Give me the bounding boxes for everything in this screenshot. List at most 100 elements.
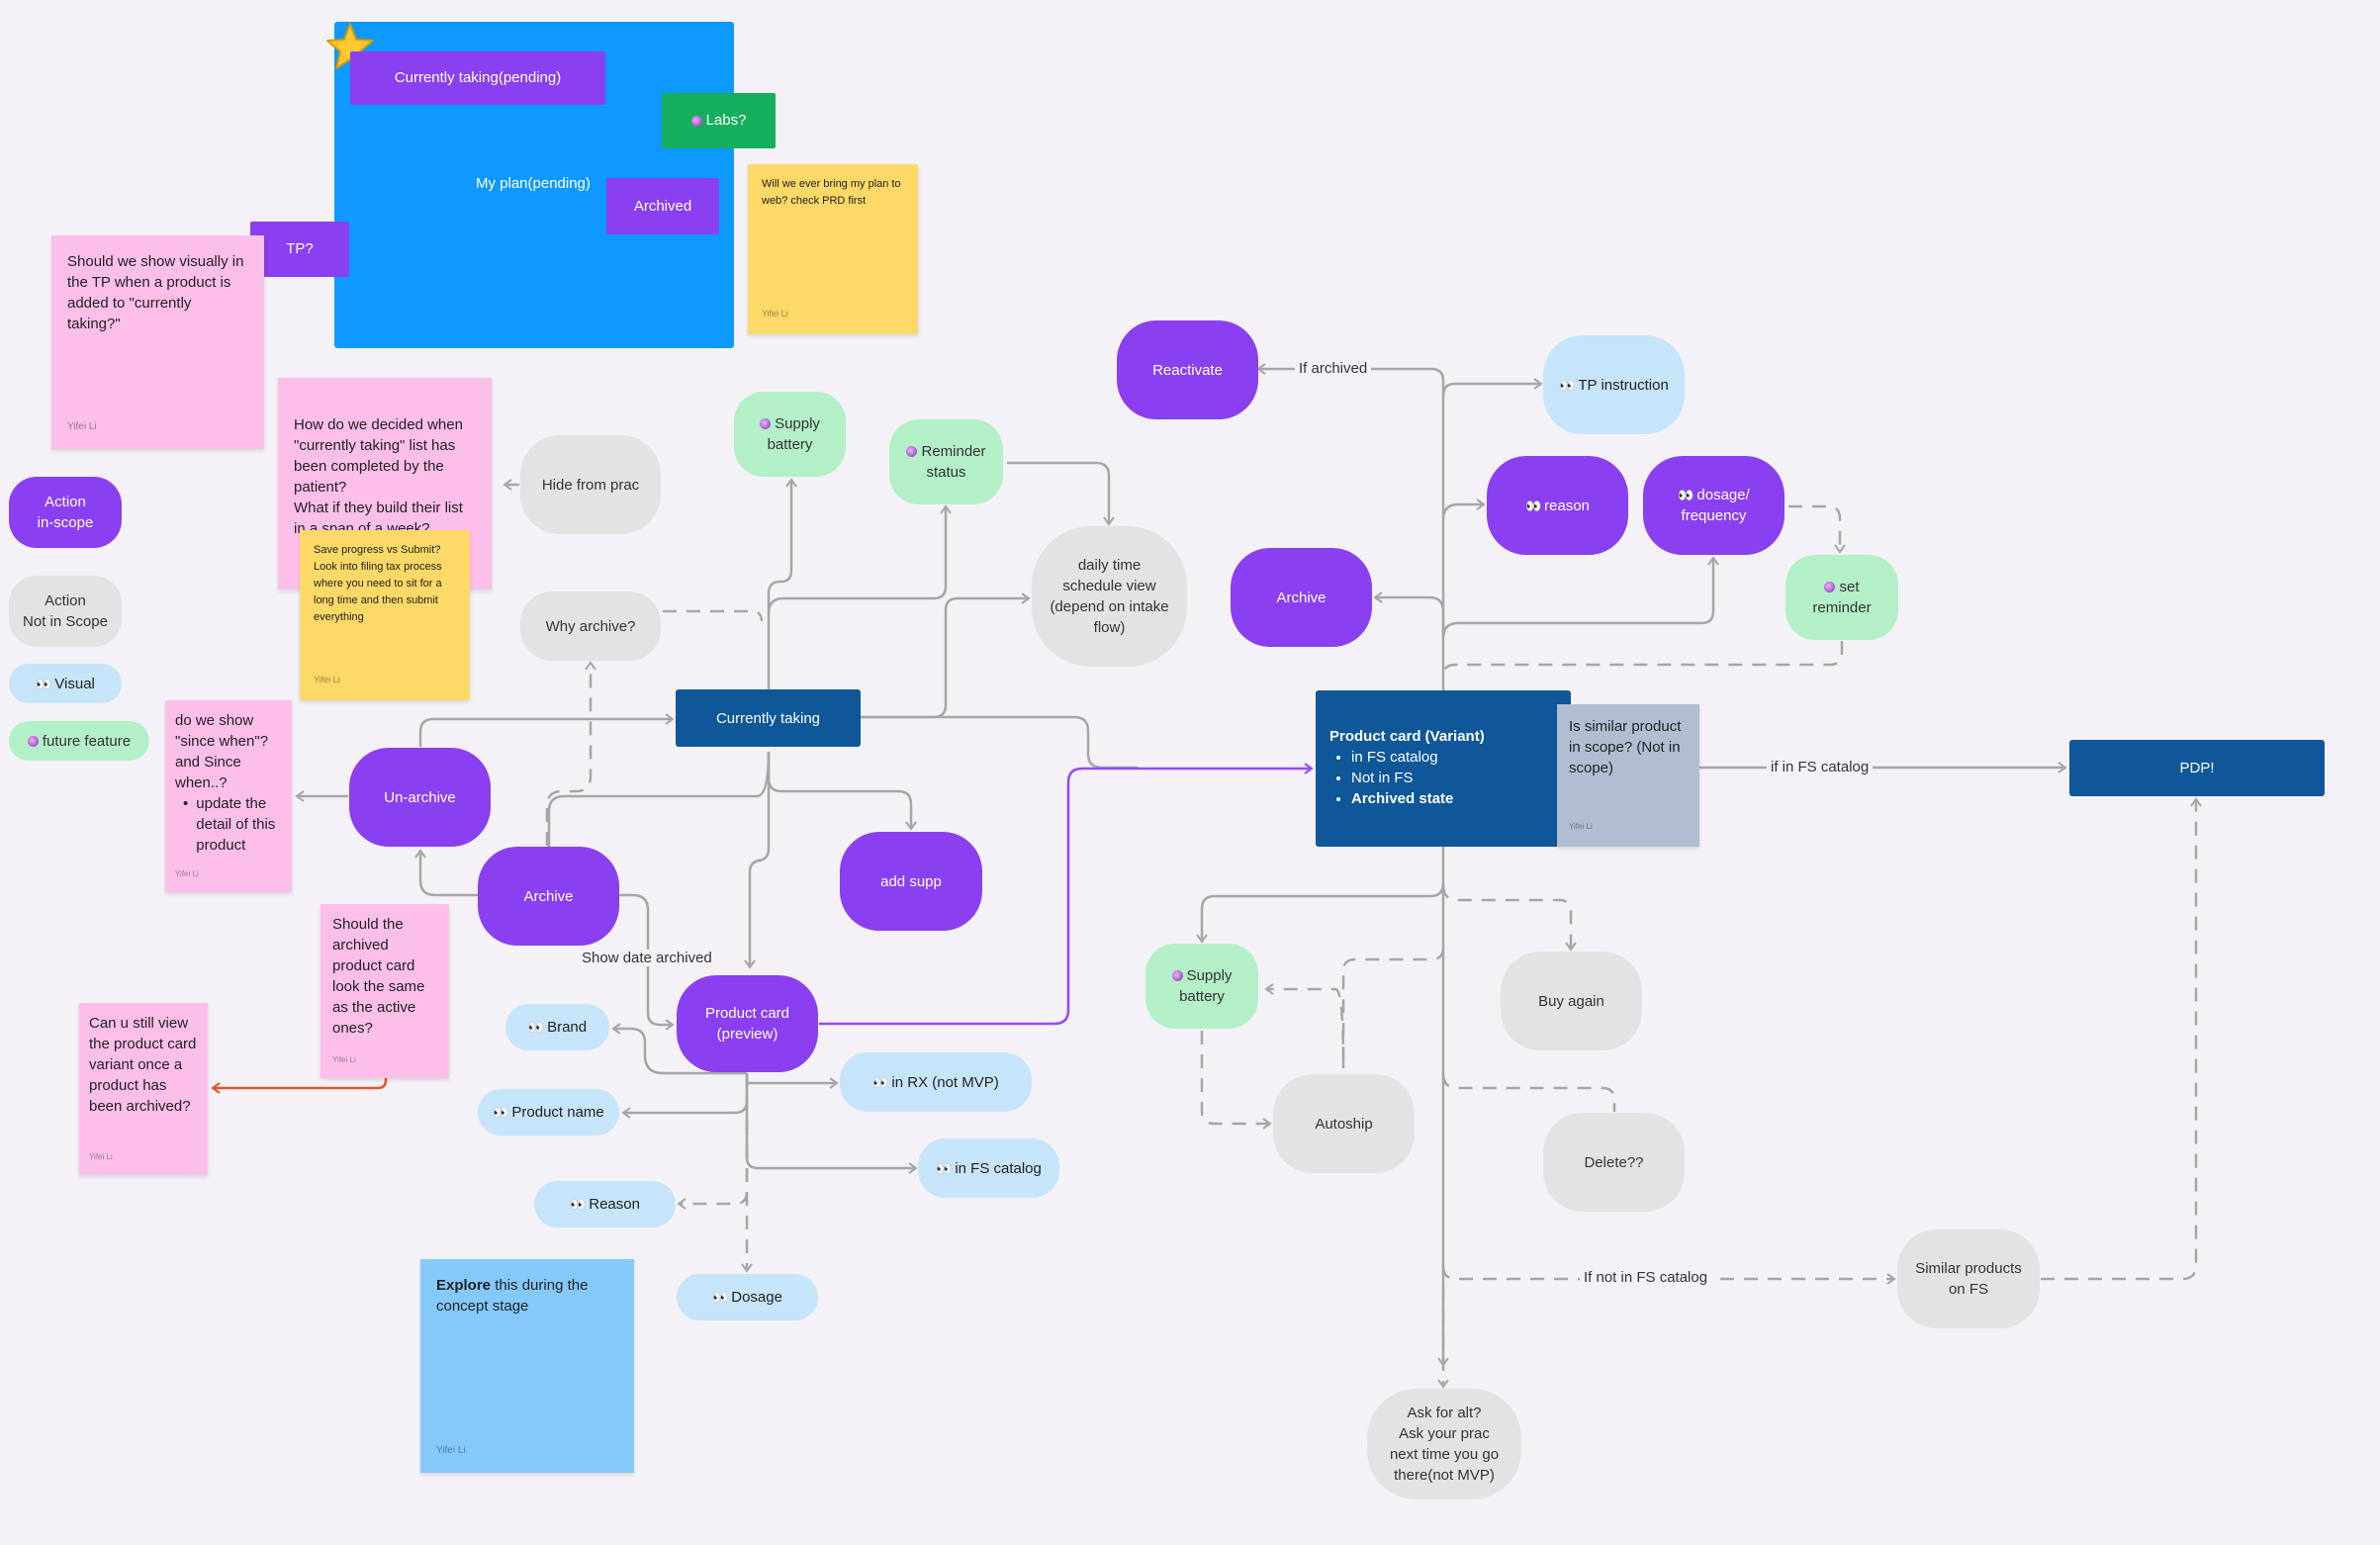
- edge-autoship-supply: [1264, 983, 1345, 1068]
- edge-trunk-tp: [1441, 378, 1543, 397]
- legend-action-not-in-scope: Action Not in Scope: [9, 576, 122, 647]
- currently-taking-node[interactable]: Currently taking: [676, 689, 861, 747]
- edge-trunk-supply-dash: [1341, 947, 1445, 1068]
- archive-right-node[interactable]: Archive: [1231, 548, 1372, 647]
- variant-item-archived: Archived state: [1351, 788, 1557, 809]
- supply-battery-top-label: Supply battery: [767, 415, 820, 453]
- product-card-variant-list: in FS catalog Not in FS Archived state: [1329, 747, 1557, 809]
- legend-action-in-scope: Action in-scope: [9, 477, 122, 548]
- sticky-since-when-bullet: •update the detail of this product: [175, 793, 282, 856]
- edge-ct-product-preview: [744, 752, 771, 969]
- pdp-node[interactable]: PDP!: [2069, 740, 2325, 796]
- labs-label: Labs?: [705, 112, 747, 129]
- edge-supply-autoship: [1200, 1031, 1272, 1130]
- sticky-since-when: do we show "since when"? and Since when.…: [165, 700, 292, 892]
- sticky-explore-rest: this during the concept stage: [436, 1277, 589, 1315]
- sticky-author: Yifei Li: [89, 1152, 113, 1161]
- eyes-icon: 👀: [712, 1290, 728, 1305]
- lightbulb-icon: [906, 446, 918, 457]
- similar-products-node: Similar products on FS: [1897, 1229, 2040, 1328]
- sticky-tp-visual: Should we show visually in the TP when a…: [51, 235, 264, 449]
- edge-setreminder-trunk: [1441, 641, 1844, 678]
- edge-preview-name: [621, 1073, 749, 1119]
- edge-label-show-date-archived: Show date archived: [578, 950, 716, 966]
- edge-ct-daily: [861, 592, 1031, 719]
- lightbulb-icon: [760, 418, 772, 429]
- sticky-similar-scope-text: Is similar product in scope? (Not in sco…: [1569, 718, 1682, 776]
- brand-node: 👀Brand: [505, 1004, 609, 1050]
- legend-visual-label: Visual: [54, 675, 95, 692]
- legend-future-feature-label: future feature: [42, 732, 132, 750]
- edge-reminder-daily: [1007, 461, 1115, 526]
- sticky-web-plan-text: Will we ever bring my plan to web? check…: [762, 178, 901, 207]
- eyes-icon: 👀: [36, 676, 51, 691]
- supply-battery-bottom-node: Supply battery: [1145, 944, 1258, 1029]
- dosage-left-label: Dosage: [731, 1289, 782, 1306]
- sticky-completed-list-text: How do we decided when "currently taking…: [294, 416, 463, 537]
- sticky-author: Yifei Li: [762, 309, 788, 318]
- sticky-view-variant: Can u still view the product card varian…: [79, 1003, 208, 1175]
- variant-item-in-fs: in FS catalog: [1351, 747, 1557, 768]
- reactivate-node[interactable]: Reactivate: [1117, 320, 1258, 419]
- edge-ct-unarchive: [547, 751, 771, 847]
- sticky-since-when-text: do we show "since when"? and Since when.…: [175, 712, 269, 791]
- reminder-status-label: Reminder status: [921, 443, 986, 481]
- edge-preview-brand: [611, 1023, 747, 1075]
- edge-archive-why: [545, 661, 596, 846]
- why-archive-node: Why archive?: [520, 591, 661, 661]
- eyes-icon: 👀: [570, 1197, 586, 1212]
- brand-label: Brand: [547, 1019, 588, 1036]
- eyes-icon: 👀: [527, 1020, 544, 1035]
- eyes-icon: 👀: [1559, 377, 1575, 393]
- sticky-save-progress: Save progress vs Submit? Look into filin…: [300, 530, 470, 700]
- set-reminder-node: set reminder: [1785, 555, 1898, 640]
- edge-ct-reminder: [767, 504, 952, 614]
- sticky-tp-visual-text: Should we show visually in the TP when a…: [67, 253, 244, 332]
- un-archive-node[interactable]: Un-archive: [349, 748, 491, 847]
- sticky-author: Yifei Li: [332, 1055, 356, 1064]
- legend-future-feature: future feature: [9, 721, 149, 761]
- edge-unarchive-ct: [418, 713, 675, 747]
- add-supp-node[interactable]: add supp: [840, 832, 982, 931]
- edge-preview-rx: [745, 1073, 839, 1089]
- edge-variant-down-supply: [1196, 847, 1445, 944]
- my-plan-label: My plan(pending): [476, 175, 591, 192]
- eyes-icon: 👀: [936, 1160, 952, 1176]
- reason-left-label: Reason: [589, 1196, 640, 1213]
- edge-similar-pdp: [2041, 797, 2202, 1281]
- delete-node: Delete??: [1543, 1113, 1685, 1212]
- reason-right-node[interactable]: 👀reason: [1487, 456, 1628, 555]
- autoship-node: Autoship: [1273, 1074, 1415, 1173]
- product-card-variant-title: Product card (Variant): [1329, 728, 1485, 745]
- edge-preview-reason: [677, 1073, 749, 1210]
- edge-trunk-delete: [1441, 1073, 1616, 1112]
- dosage-left-node: 👀Dosage: [677, 1274, 818, 1320]
- sticky-author: Yifei Li: [314, 675, 340, 684]
- sticky-author: Yifei Li: [1569, 822, 1593, 831]
- archive-left-node[interactable]: Archive: [478, 847, 619, 946]
- edge-trunk-buyagain: [1441, 884, 1577, 952]
- lightbulb-icon: [1824, 582, 1836, 592]
- edge-label-if-archived: If archived: [1295, 360, 1372, 377]
- product-name-node: 👀Product name: [478, 1089, 619, 1136]
- product-name-label: Product name: [511, 1104, 604, 1121]
- edge-variant-trunk-up: [1256, 363, 1445, 690]
- sticky-save-progress-text: Save progress vs Submit? Look into filin…: [314, 544, 442, 623]
- supply-battery-bottom-label: Supply battery: [1179, 967, 1233, 1005]
- product-card-preview-node[interactable]: Product card (preview): [677, 975, 818, 1072]
- edge-sticky-red: [211, 1078, 388, 1094]
- edge-ct-supply: [767, 478, 797, 690]
- buy-again-node: Buy again: [1501, 952, 1642, 1050]
- edge-archive-unarchive: [414, 849, 479, 897]
- lightbulb-icon: [27, 735, 39, 747]
- sticky-author: Yifei Li: [436, 1445, 466, 1456]
- product-card-variant-node[interactable]: Product card (Variant) in FS catalog Not…: [1316, 690, 1571, 847]
- ask-for-alt-node: Ask for alt? Ask your prac next time you…: [1367, 1389, 1521, 1500]
- edge-trunk-archive: [1373, 591, 1445, 633]
- edge-dosage-setreminder: [1788, 504, 1846, 554]
- currently-taking-pending-tag: Currently taking(pending): [350, 51, 605, 105]
- dosage-frequency-node[interactable]: 👀dosage/ frequency: [1643, 456, 1785, 555]
- eyes-icon: 👀: [1678, 488, 1693, 502]
- sticky-similar-scope: Is similar product in scope? (Not in sco…: [1557, 704, 1699, 847]
